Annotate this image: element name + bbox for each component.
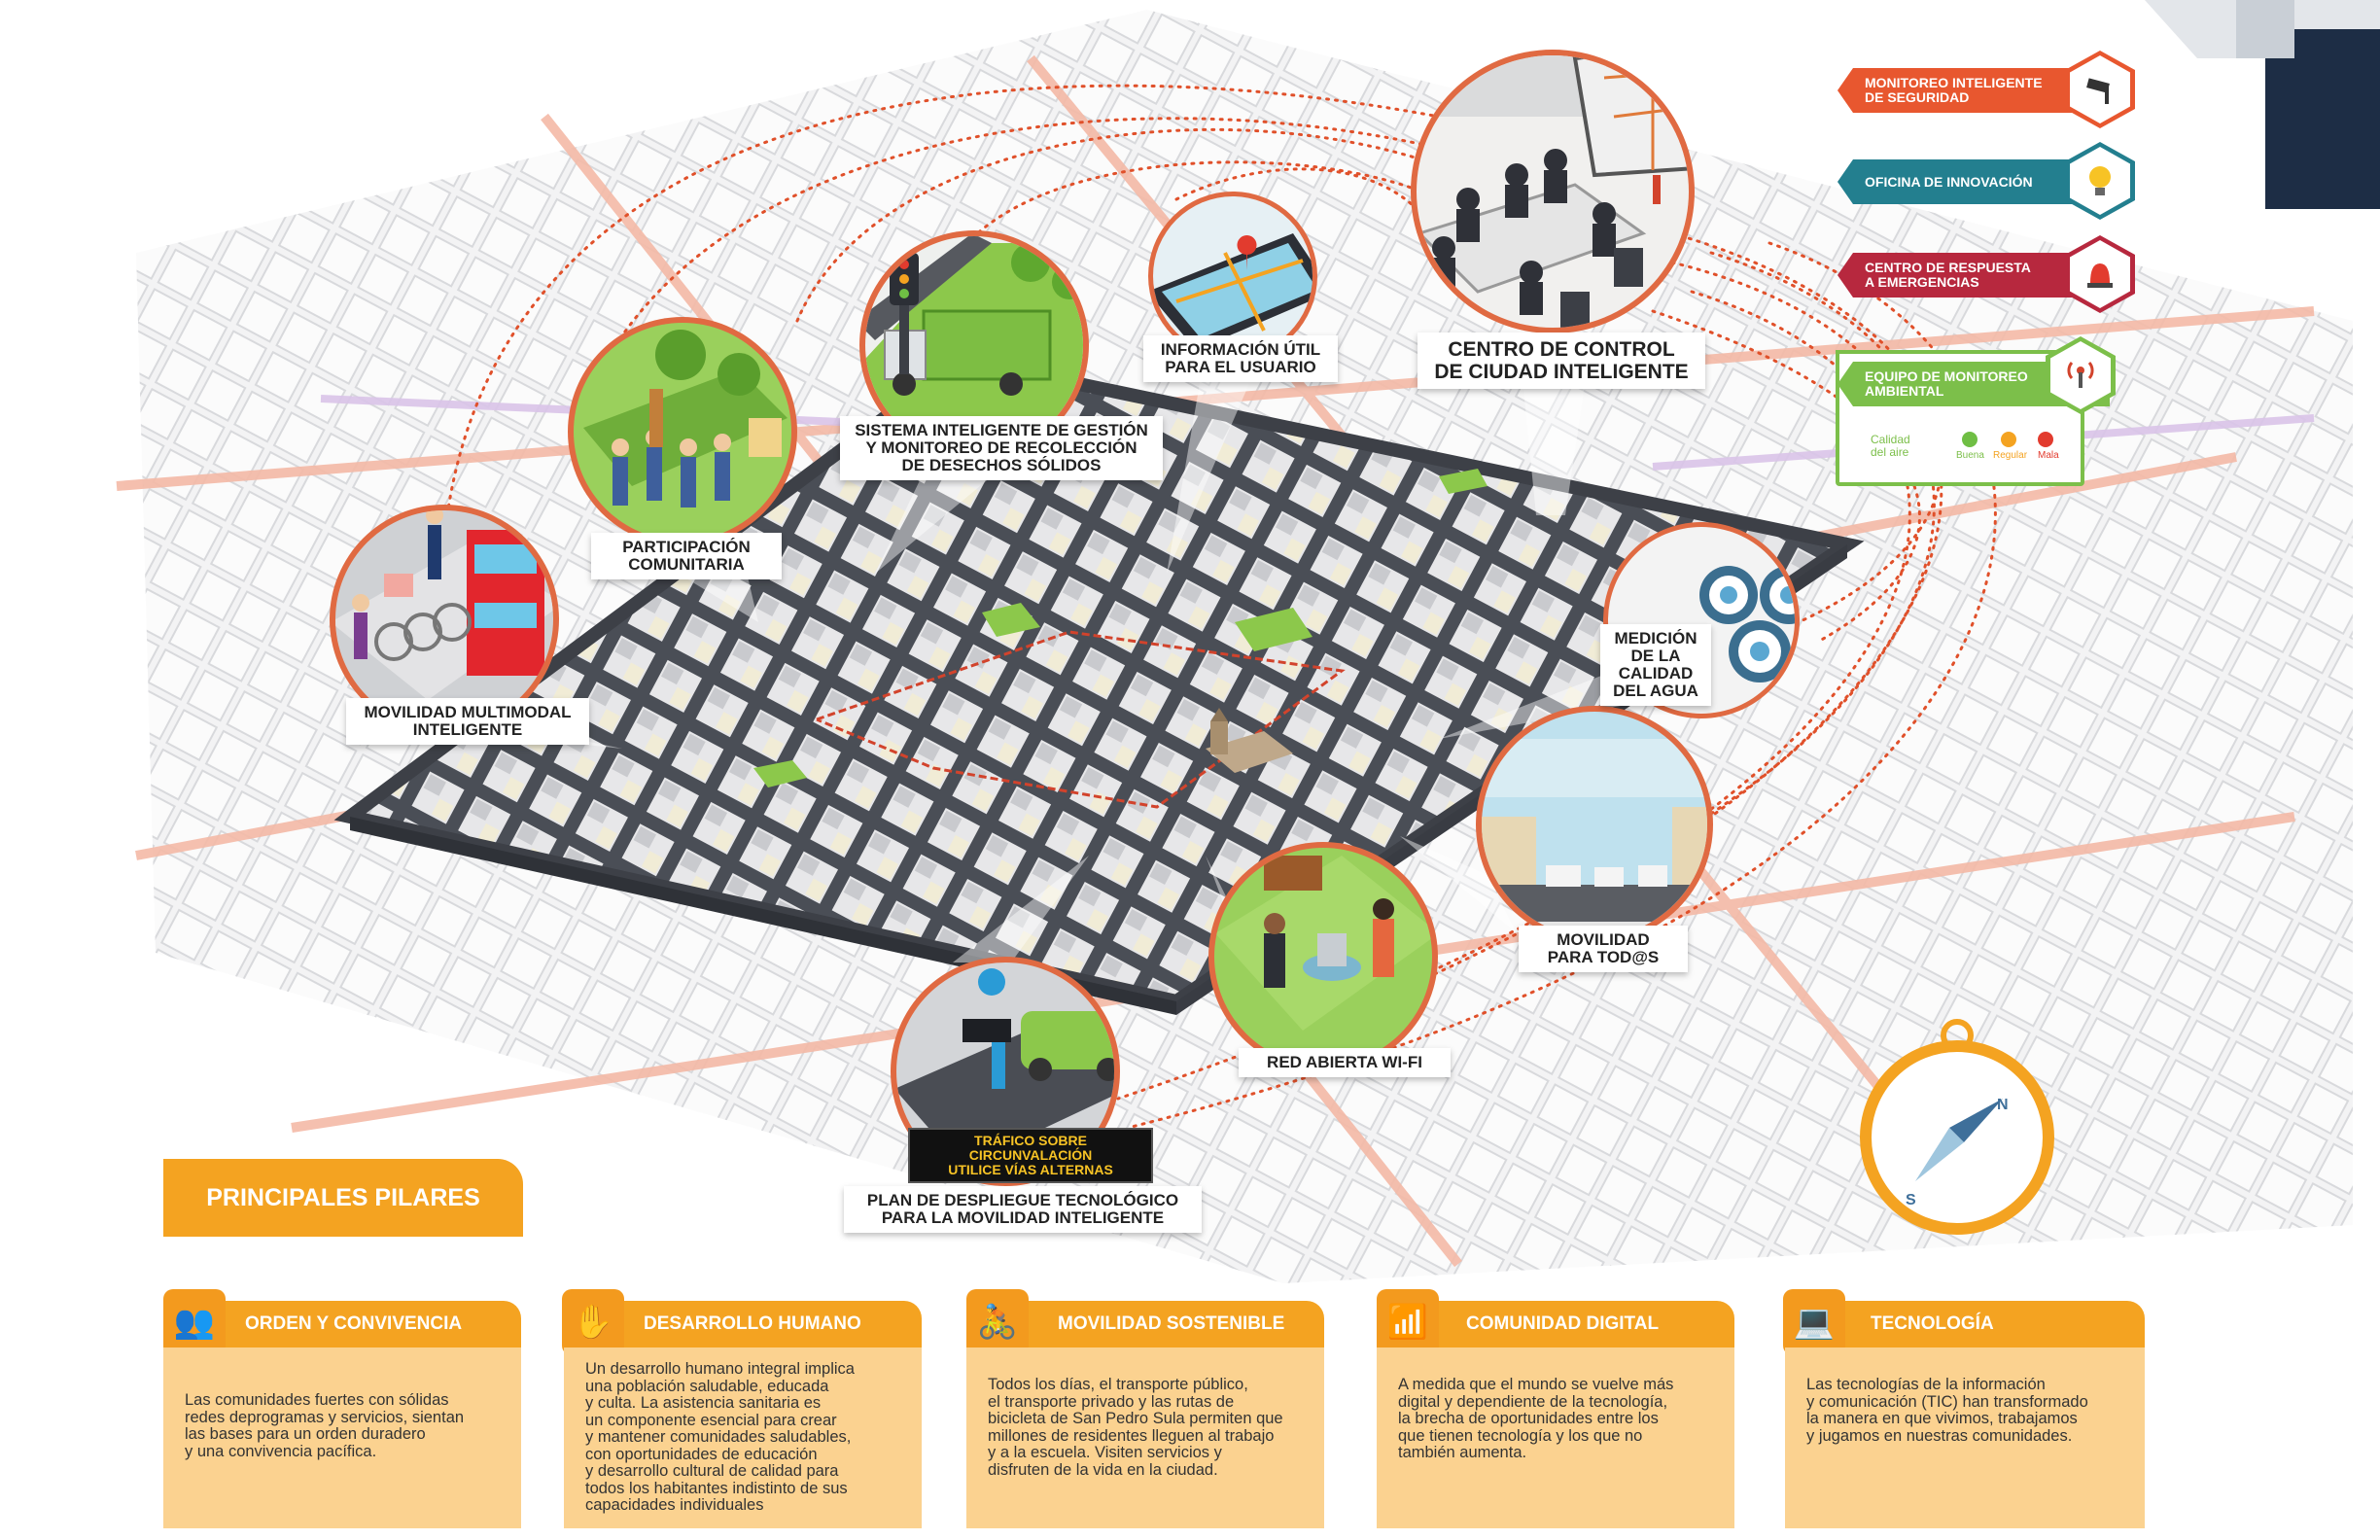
water-quality-circle (1603, 522, 1800, 718)
compass-north: N (1997, 1097, 2009, 1113)
pillar-5-text: Las tecnologías de la información y comu… (1785, 1348, 2145, 1528)
pillars-title: PRINCIPALES PILARES (163, 1159, 523, 1237)
user-info-circle (1148, 192, 1317, 361)
air-bad-label: Mala (2038, 450, 2059, 461)
wifi-icon: 📶 (1377, 1289, 1439, 1355)
air-regular-dot (2001, 432, 2016, 447)
air-regular-label: Regular (1993, 450, 2028, 461)
legend-security: MONITOREO INTELIGENTE DE SEGURIDAD (1838, 68, 2110, 113)
pillar-4-text: A medida que el mundo se vuelve más digi… (1377, 1348, 1734, 1528)
community-participation-label: PARTICIPACIÓN COMUNITARIA (591, 533, 782, 579)
waste-management-circle (859, 230, 1089, 460)
air-bad-dot (2038, 432, 2053, 447)
traffic-sign-text: TRÁFICO SOBRE CIRCUNVALACIÓN UTILICE VÍA… (908, 1128, 1153, 1183)
legend-emergency: CENTRO DE RESPUESTA A EMERGENCIAS (1838, 253, 2110, 298)
open-wifi-label: RED ABIERTA WI-FI (1239, 1048, 1451, 1077)
user-info-label: INFORMACIÓN ÚTIL PARA EL USUARIO (1143, 335, 1338, 382)
waste-management-label: SISTEMA INTELIGENTE DE GESTIÓN Y MONITOR… (840, 416, 1163, 480)
water-quality-label: MEDICIÓN DE LA CALIDAD DEL AGUA (1600, 624, 1711, 706)
pillar-5-title: TECNOLOGÍA (1871, 1313, 1994, 1334)
pillar-2-title: DESARROLLO HUMANO (644, 1313, 861, 1334)
deployment-plan-label: PLAN DE DESPLIEGUE TECNOLÓGICO PARA LA M… (844, 1186, 1202, 1233)
control-center-label: CENTRO DE CONTROL DE CIUDAD INTELIGENTE (1418, 332, 1705, 389)
hand-people-icon: ✋ (562, 1289, 624, 1355)
community-participation-circle (568, 317, 797, 546)
pillar-1-title: ORDEN Y CONVIVENCIA (245, 1313, 463, 1334)
cyclist-icon: 🚴 (966, 1289, 1029, 1355)
air-good-dot (1962, 432, 1978, 447)
air-quality-label: Calidad del aire (1871, 433, 1910, 459)
pillar-2-text: Un desarrollo humano integral implica un… (564, 1348, 922, 1528)
pillar-4-title: COMUNIDAD DIGITAL (1466, 1313, 1660, 1334)
air-good-label: Buena (1956, 450, 1984, 461)
compass-graphic (1860, 1019, 2054, 1235)
pillar-3-title: MOVILIDAD SOSTENIBLE (1058, 1313, 1285, 1334)
multimodal-mobility-circle (330, 505, 559, 734)
multimodal-mobility-label: MOVILIDAD MULTIMODAL INTELIGENTE (346, 698, 589, 745)
mobility-for-all-label: MOVILIDAD PARA TOD@S (1519, 926, 1688, 972)
compass-south: S (1906, 1192, 1916, 1208)
computer-user-icon: 💻 (1783, 1289, 1845, 1355)
people-group-icon: 👥 (163, 1289, 226, 1355)
open-wifi-circle (1208, 842, 1438, 1071)
legend-innovation: OFICINA DE INNOVACIÓN (1838, 159, 2110, 204)
control-center-circle (1411, 50, 1695, 333)
pillar-1-text: Las comunidades fuertes con sólidas rede… (163, 1348, 521, 1528)
pillar-3-text: Todos los días, el transporte público, e… (966, 1348, 1324, 1528)
